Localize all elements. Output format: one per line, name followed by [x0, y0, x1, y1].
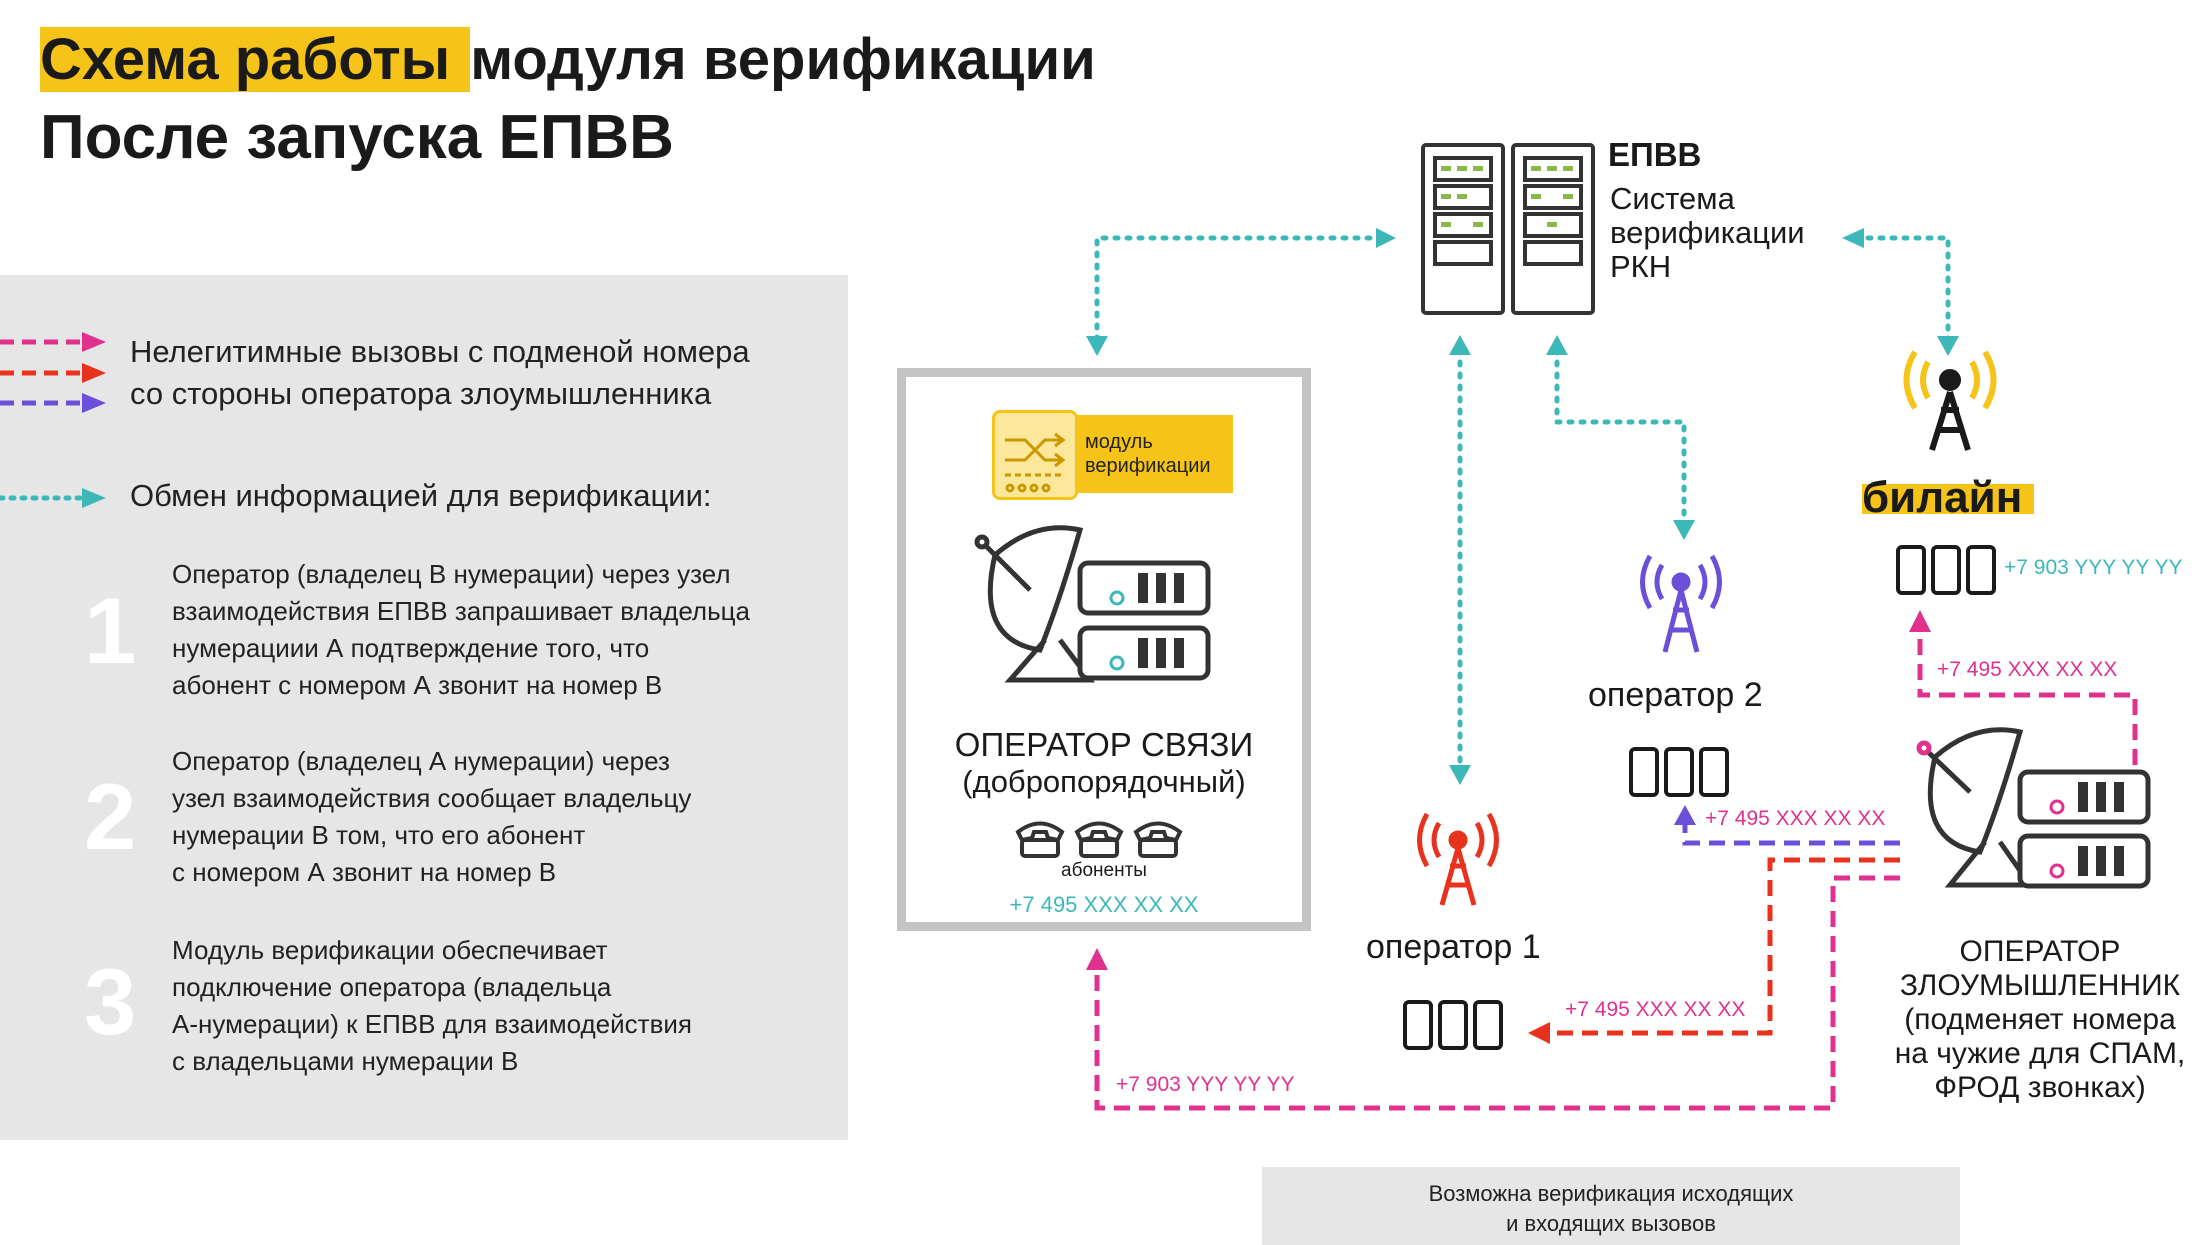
- legend-panel: [0, 275, 848, 1140]
- epvv-desc-line: РКН: [1610, 249, 1672, 284]
- fraud-to-beeline-number: +7 495 XXX XX XX: [1937, 658, 2118, 681]
- operator1-name: оператор 1: [1366, 928, 1541, 966]
- operator2-name: оператор 2: [1588, 676, 1763, 714]
- beeline-antenna-icon: [1929, 369, 1971, 451]
- module-label: модуль верификации: [1085, 430, 1211, 478]
- fraud-label-line: на чужие для СПАМ,: [1894, 1037, 2186, 1070]
- operator1-antenna-icon: [1417, 812, 1499, 906]
- step-line: с номером А звонит на номер В: [172, 857, 557, 887]
- page-title: Схема работы модуля верификации: [40, 22, 1096, 98]
- good-operator-qualifier: (добропорядочный): [962, 764, 1246, 799]
- title-rest: модуля верификации: [470, 27, 1096, 92]
- step-text: Модуль верификации обеспечивает подключе…: [172, 932, 832, 1080]
- step-line: с владельцами нумерации В: [172, 1046, 519, 1076]
- module-label-line: модуль: [1085, 431, 1153, 453]
- epvv-desc-line: верификации: [1610, 215, 1805, 250]
- good-operator-name: ОПЕРАТОР СВЯЗИ: [954, 726, 1254, 763]
- step-line: взаимодействия ЕПВВ запрашивает владельц…: [172, 596, 750, 626]
- step-number: 1: [84, 578, 137, 683]
- fraud-label-line: ЗЛОУМЫШЛЕННИК: [1899, 969, 2181, 1002]
- fraud-label-line: ОПЕРАТОР: [1959, 935, 2121, 968]
- epvv-desc-line: Система: [1610, 181, 1735, 216]
- fraud-label-line: ФРОД звонках): [1934, 1071, 2146, 1104]
- step-line: нумерациии А подтверждение того, что: [172, 633, 650, 663]
- step-line: узел взаимодействия сообщает владельцу: [172, 783, 692, 813]
- legend-exchange: Обмен информацией для верификации:: [130, 478, 712, 513]
- fraud-satellite-dish-icon: [1916, 727, 2035, 888]
- title-highlight: Схема работы: [40, 27, 471, 92]
- epvv-title: ЕПВВ: [1608, 136, 1702, 173]
- beeline-name: билайн: [1862, 473, 2023, 522]
- fraud-label-line: (подменяет номера: [1904, 1003, 2176, 1036]
- step-line: Модуль верификации обеспечивает: [172, 935, 608, 965]
- fraud-rack-icon: [2017, 769, 2151, 889]
- note-line: и входящих вызовов: [1506, 1211, 1716, 1236]
- step-line: нумерации В том, что его абонент: [172, 820, 586, 850]
- beeline-number: +7 903 YYY YY YY: [2004, 556, 2183, 579]
- step-text: Оператор (владелец В нумерации) через уз…: [172, 556, 832, 704]
- good-operator-number: +7 495 XXX XX XX: [1009, 892, 1199, 917]
- operator1-number: +7 495 XXX XX XX: [1565, 998, 1746, 1021]
- shuffle-module-icon: [992, 410, 1078, 500]
- step-line: А-нумерации) к ЕПВВ для взаимодействия: [172, 1009, 692, 1039]
- step-line: подключение оператора (владельца: [172, 972, 612, 1002]
- operator2-antenna-icon: [1640, 554, 1722, 653]
- legend-illegal-line1: Нелегитимные вызовы с подменой номера: [130, 334, 750, 369]
- fraud-to-good-number: +7 903 YYY YY YY: [1116, 1073, 1295, 1096]
- page-subtitle: После запуска ЕПВВ: [40, 103, 674, 172]
- module-label-line: верификации: [1085, 455, 1211, 477]
- step-number: 2: [84, 764, 137, 869]
- fraud-operator-label: ОПЕРАТОР ЗЛОУМЫШЛЕННИК (подменяет номера…: [1880, 935, 2200, 1105]
- verification-note: Возможна верификация исходящих и входящи…: [1262, 1167, 1960, 1245]
- step-line: абонент с номером А звонит на номер В: [172, 670, 663, 700]
- step-number: 3: [84, 949, 137, 1054]
- subscribers-label: абоненты: [1061, 860, 1147, 881]
- legend-illegal-line2: со стороны оператора злоумышленника: [130, 376, 712, 411]
- step-line: Оператор (владелец В нумерации) через уз…: [172, 559, 731, 589]
- operator2-number: +7 495 XXX XX XX: [1705, 807, 1886, 830]
- note-line: Возможна верификация исходящих: [1428, 1181, 1794, 1206]
- epvv-description: Система верификации РКН: [1610, 182, 1805, 284]
- step-line: Оператор (владелец А нумерации) через: [172, 746, 670, 776]
- step-text: Оператор (владелец А нумерации) через уз…: [172, 743, 832, 891]
- epvv-server-icon: [1421, 143, 1595, 315]
